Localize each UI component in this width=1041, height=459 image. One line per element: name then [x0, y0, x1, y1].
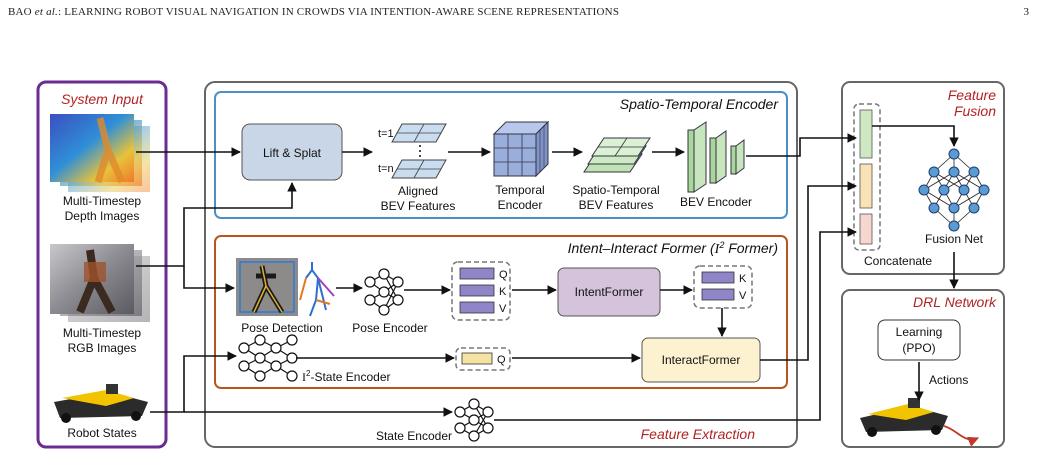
tn-label: t=n: [378, 163, 394, 175]
connectors: [136, 125, 959, 421]
pose-detection-label: Pose Detection: [241, 321, 322, 335]
drl-frame: [841, 289, 1005, 448]
arrow-rgb-to-pose: [183, 266, 235, 293]
concat-group: [853, 103, 881, 251]
fusion-net-label: Fusion Net: [925, 232, 984, 246]
arrow-robot-to-i2enc: [150, 351, 237, 413]
learning-label-1: Learning: [896, 325, 943, 339]
spatio-temporal-bev-planes: [583, 137, 651, 173]
page-number: 3: [1023, 6, 1030, 18]
temporal-label-2: Encoder: [498, 198, 543, 212]
state-encoder-net: [454, 398, 494, 442]
arrow-rgb-to-liftsplat: [136, 182, 297, 267]
st-bev-label-1: Spatio-Temporal: [572, 183, 659, 197]
pose-encoder-net: [364, 268, 404, 316]
depth-label-1: Multi-Timestep: [63, 194, 142, 208]
spatio-temporal-encoder-panel: Spatio-Temporal Encoder Lift & Splat t=1…: [214, 91, 788, 219]
concat-feature-green: [859, 109, 873, 159]
qkv-tokens: [451, 261, 511, 321]
state-encoder-label: State Encoder: [376, 429, 452, 443]
q-label-2: Q: [497, 354, 506, 366]
v-label-1: V: [499, 303, 507, 315]
system-input-title: System Input: [61, 91, 144, 107]
i2-state-encoder-label: I2-State Encoder: [302, 369, 391, 384]
arrow-concat-to-fusionnet: [872, 125, 959, 147]
temporal-label-1: Temporal: [495, 183, 544, 197]
learning-box: [877, 319, 961, 361]
concatenate-label: Concatenate: [864, 254, 932, 268]
feature-fusion-frame: [841, 81, 1005, 275]
feature-extraction-frame: [204, 81, 798, 448]
kv-tokens: [693, 265, 753, 309]
q-label-1: Q: [499, 269, 508, 281]
page-header: BAO et al.: LEARNING ROBOT VISUAL NAVIGA…: [0, 0, 1041, 24]
spatio-temporal-frame: [214, 91, 788, 219]
feature-fusion-title-2: Fusion: [954, 103, 996, 119]
arrow-bevenc-to-fusion: [746, 133, 857, 157]
spatio-temporal-title: Spatio-Temporal Encoder: [620, 96, 780, 112]
i2-state-encoder-net: [238, 334, 298, 382]
feature-fusion-panel: Feature Fusion Concatenate Fusion Net: [841, 81, 1005, 275]
system-input-frame: [36, 80, 168, 449]
robot-icon: [54, 384, 148, 423]
running-head: BAO et al.: LEARNING ROBOT VISUAL NAVIGA…: [8, 6, 620, 18]
drl-robot-icon: [860, 398, 948, 437]
rgb-images: [50, 244, 150, 322]
actions-label: Actions: [929, 373, 968, 387]
k-label-2: K: [739, 273, 747, 285]
st-bev-label-2: BEV Features: [579, 198, 654, 212]
temporal-encoder-cube: [492, 120, 550, 178]
rgb-label-1: Multi-Timestep: [63, 326, 142, 340]
aligned-label-1: Aligned: [398, 184, 438, 198]
concat-feature-yellow: [859, 163, 873, 209]
lift-splat-label: Lift & Splat: [263, 146, 322, 160]
concat-feature-pink: [859, 213, 873, 245]
k-label-1: K: [499, 286, 507, 298]
arrow-interactformer-to-fusion: [760, 181, 857, 361]
drl-network-panel: DRL Network Learning (PPO) Actions: [841, 289, 1005, 448]
drl-title: DRL Network: [913, 294, 997, 310]
bev-encoder-blocks: [687, 121, 745, 193]
intent-title: Intent–Interact Former (I2 Former): [568, 240, 778, 257]
query-token: [455, 347, 511, 371]
aligned-label-2: BEV Features: [381, 199, 456, 213]
depth-images: [50, 114, 150, 192]
arrow-stateenc-to-fusion: [494, 227, 857, 421]
rgb-label-2: RGB Images: [68, 341, 137, 355]
system-input-panel: System Input Multi-Timestep Depth Images…: [36, 80, 168, 449]
feature-extraction-title: Feature Extraction: [641, 426, 756, 442]
trajectory-curve: [943, 425, 979, 447]
intentformer-box: [557, 267, 661, 317]
aligned-bev-planes: [391, 123, 447, 179]
robot-states-label: Robot States: [67, 426, 136, 440]
learning-label-2: (PPO): [902, 341, 935, 355]
bev-encoder-label: BEV Encoder: [680, 195, 752, 209]
pose-detection-image: [236, 258, 335, 317]
interactformer-label: InteractFormer: [662, 353, 741, 367]
pose-encoder-label: Pose Encoder: [352, 321, 427, 335]
t1-label: t=1: [378, 128, 394, 140]
intent-frame: [214, 235, 788, 389]
feature-fusion-title-1: Feature: [948, 87, 996, 103]
fusion-net: [918, 148, 990, 232]
intent-interact-former-panel: Intent–Interact Former (I2 Former) Pose …: [214, 235, 788, 389]
intentformer-label: IntentFormer: [575, 285, 644, 299]
depth-label-2: Depth Images: [65, 209, 140, 223]
v-label-2: V: [739, 290, 747, 302]
